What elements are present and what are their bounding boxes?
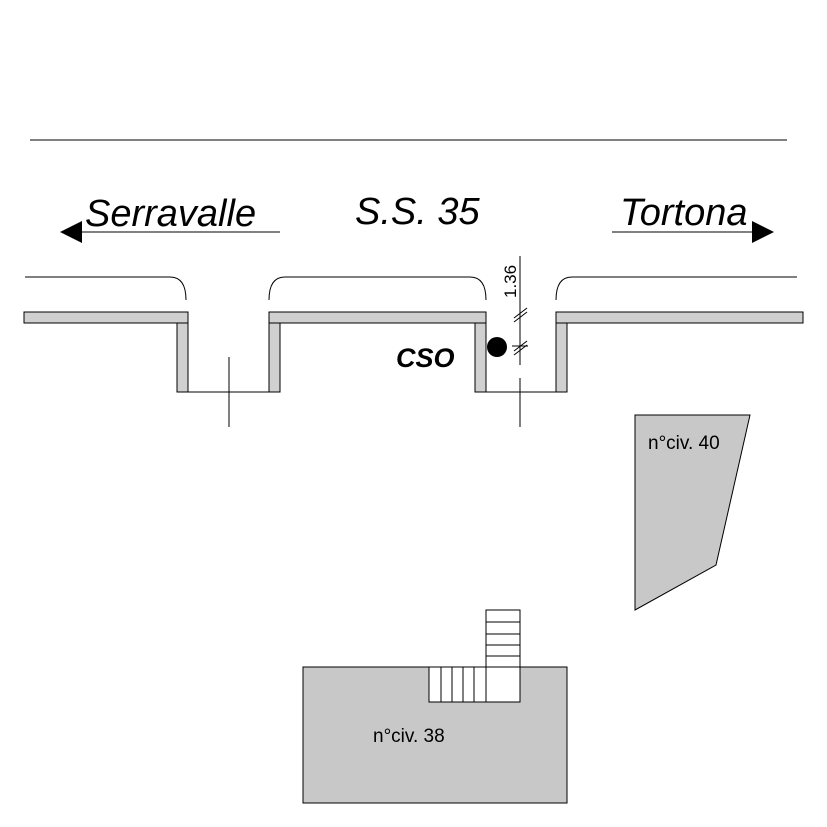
filled-circle-icon — [487, 337, 507, 357]
curb-lines — [25, 276, 797, 301]
label-building-40: n°civ. 40 — [648, 433, 720, 454]
dimension-label: 1.36 — [501, 265, 520, 298]
label-building-38: n°civ. 38 — [373, 726, 445, 747]
arrow-right-icon — [612, 221, 774, 243]
arrow-left-icon — [60, 221, 280, 243]
label-cso: CSO — [396, 343, 455, 373]
stair-treads — [440, 621, 520, 702]
label-serravalle: Serravalle — [85, 193, 256, 235]
building-40 — [634, 414, 751, 611]
label-road-name: S.S. 35 — [355, 191, 480, 233]
wall-strip — [23, 311, 804, 393]
driveway-bottoms — [188, 357, 556, 427]
label-tortona: Tortona — [620, 192, 747, 234]
dimension-line — [512, 256, 528, 365]
